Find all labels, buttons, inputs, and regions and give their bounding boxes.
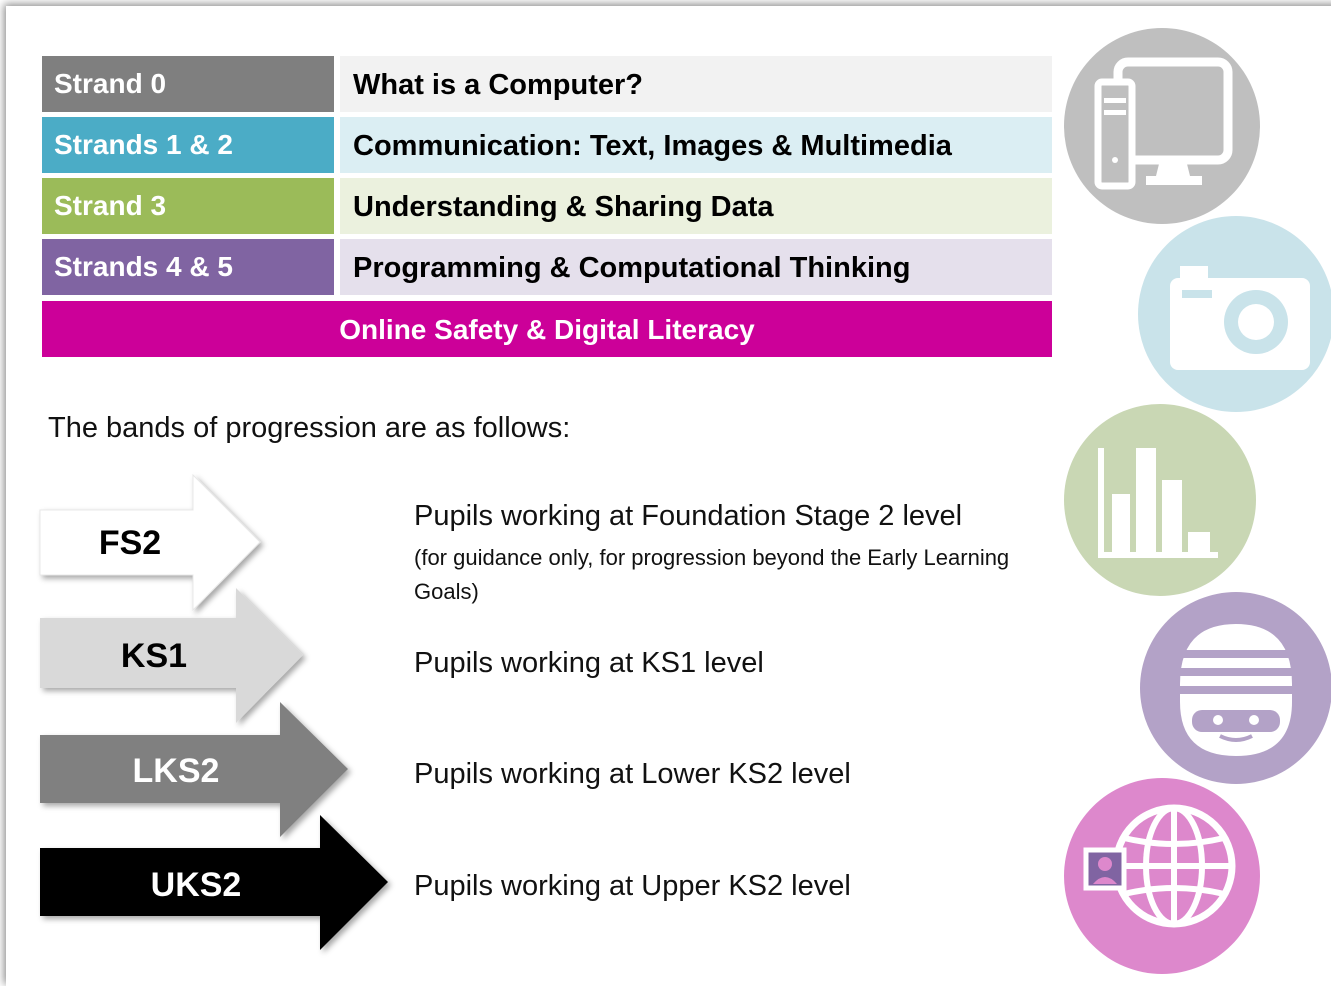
strand-label: Strands 4 & 5	[42, 239, 334, 295]
hacker-icon	[1140, 592, 1331, 784]
lks2-arrow-icon	[40, 702, 348, 837]
computer-icon	[1064, 28, 1260, 224]
strand-label: Strand 0	[42, 56, 334, 112]
band-note-fs2: (for guidance only, for progression beyo…	[414, 545, 1010, 604]
strand-label: Strand 3	[42, 178, 334, 234]
fs2-arrow-icon	[39, 473, 261, 612]
band-desc-fs2: Pupils working at Foundation Stage 2 lev…	[414, 500, 963, 532]
strand-row-1: Strands 1 & 2 Communication: Text, Image…	[42, 117, 1052, 173]
camera-icon	[1138, 216, 1331, 412]
band-desc-lks2: Pupils working at Lower KS2 level	[414, 758, 851, 790]
ks1-arrow-icon	[40, 588, 303, 723]
uks2-arrow-icon	[40, 815, 388, 950]
band-label-uks2: UKS2	[150, 866, 242, 904]
band-desc-ks1: Pupils working at KS1 level	[414, 647, 764, 679]
strand-row-0: Strand 0 What is a Computer?	[42, 56, 1052, 112]
intro-text: The bands of progression are as follows:	[48, 412, 571, 444]
strand-title: Communication: Text, Images & Multimedia	[340, 117, 1052, 173]
band-label-fs2: FS2	[98, 524, 162, 562]
band-label-ks1: KS1	[120, 637, 188, 675]
strand-title: Programming & Computational Thinking	[340, 239, 1052, 295]
strand-row-2: Strand 3 Understanding & Sharing Data	[42, 178, 1052, 234]
strand-title: Understanding & Sharing Data	[340, 178, 1052, 234]
strand-label: Strands 1 & 2	[42, 117, 334, 173]
globe-icon	[1064, 778, 1260, 974]
bar-chart-icon	[1064, 404, 1256, 596]
band-label-lks2: LKS2	[132, 752, 220, 790]
online-safety-bar: Online Safety & Digital Literacy	[42, 301, 1052, 357]
strand-row-3: Strands 4 & 5 Programming & Computationa…	[42, 239, 1052, 295]
band-desc-uks2: Pupils working at Upper KS2 level	[414, 870, 851, 902]
strand-title: What is a Computer?	[340, 56, 1052, 112]
